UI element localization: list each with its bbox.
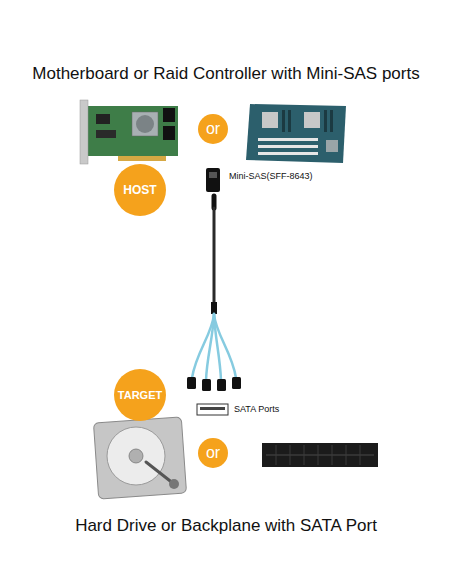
part-label: Mini-SAS(SFF-8643) [229,171,313,181]
host-circle: HOST [114,164,166,216]
card-gold-fingers [118,156,166,161]
caption: Hard Drive or Backplane with SATA Port [0,516,452,536]
bay-divider [266,455,374,456]
dimm-slot [282,110,285,132]
drive-case [93,417,186,499]
card-heatsink [132,112,158,136]
dimm-slot [330,110,333,132]
circle-fill [198,438,228,468]
or-circle: or [198,114,228,144]
port-shell [197,404,228,415]
bay-divider [276,445,277,465]
chassis [262,443,378,467]
bay-divider [290,445,291,465]
sata-plug [202,379,211,391]
dimm-slot [324,110,327,132]
cable-split [211,302,217,314]
mini-sas-connector [206,168,220,192]
node-text: or [198,114,228,144]
sata-plug [217,379,226,391]
node-text: or [198,438,228,468]
target-circle: TARGET [114,369,166,421]
drive-arm [146,462,174,484]
bay-divider [304,445,305,465]
board-pcb [246,104,346,163]
card-port [163,108,175,122]
node-text: HOST [114,164,166,216]
sata-port-icon [197,404,228,415]
sata-lead [206,314,214,380]
bay-divider [318,445,319,465]
backplane [262,443,378,467]
bay-divider [332,445,333,465]
card-fan [136,115,154,133]
card-bracket [80,100,88,164]
part-label: SATA Ports [234,404,279,414]
bay-divider [360,445,361,465]
circle-fill [198,114,228,144]
motherboard [246,104,346,163]
pcie-slot [258,152,318,155]
sata-plug [187,377,196,389]
connector-latch [209,172,217,178]
drive-hub [129,449,143,463]
bay-divider [346,445,347,465]
drive-platter [107,427,165,485]
cable-boot [212,196,217,208]
hard-drive [93,417,186,499]
drive-pivot [169,479,179,489]
node-text: TARGET [114,369,166,421]
sata-lead [214,314,236,378]
raid-card [80,100,178,164]
dimm-slot [288,110,291,132]
chipset [326,140,338,152]
circle-fill [114,164,166,216]
card-chip [96,114,110,124]
breakout-cable [187,196,241,391]
cpu-socket [304,112,320,128]
connector-body [206,168,220,192]
sata-plug [232,377,241,389]
pcie-slot [258,138,318,141]
pcie-slot [258,145,318,148]
card-pcb [88,106,178,156]
cable-trunk [213,208,216,312]
cpu-socket [262,112,278,128]
card-chip [96,130,116,138]
circle-fill [114,369,166,421]
title: Motherboard or Raid Controller with Mini… [0,64,452,84]
card-port [163,126,175,140]
port-pins [200,407,225,410]
or-circle: or [198,438,228,468]
